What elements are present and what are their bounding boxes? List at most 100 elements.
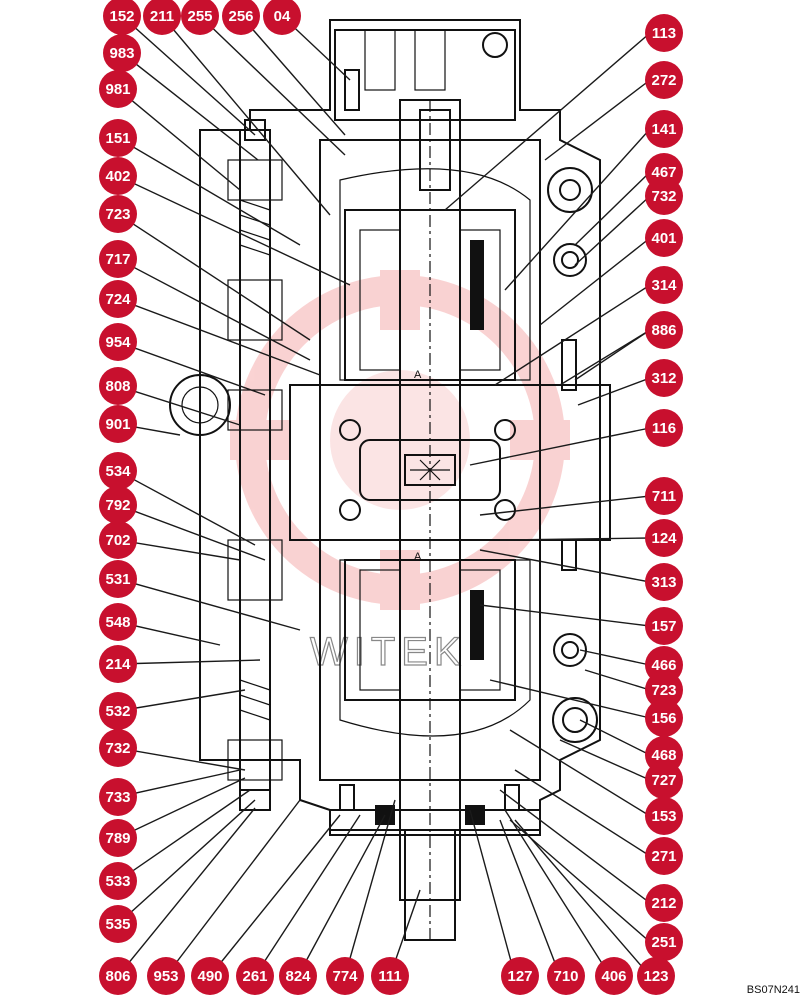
callout-bubble: 534 — [99, 452, 137, 490]
svg-text:954: 954 — [105, 334, 131, 351]
callout-bubble: 724 — [99, 280, 137, 318]
callout-bubble: 401 — [645, 219, 683, 257]
callout-bubble: 04 — [263, 0, 301, 35]
top-cover — [334, 29, 516, 121]
svg-text:710: 710 — [553, 968, 578, 985]
svg-text:111: 111 — [378, 968, 401, 985]
leader-lines-right — [444, 32, 651, 977]
cylinder-block-rear — [344, 559, 516, 701]
callout-bubble: 792 — [99, 486, 137, 524]
svg-text:733: 733 — [105, 789, 130, 806]
svg-text:151: 151 — [105, 130, 130, 147]
callout-bubble: 113 — [645, 14, 683, 52]
svg-text:983: 983 — [109, 45, 134, 62]
callouts-right: 113 272 141 467 732 401 314 886 312 116 … — [501, 14, 683, 995]
svg-text:212: 212 — [651, 895, 676, 912]
svg-text:271: 271 — [651, 848, 676, 865]
callout-bubble: 732 — [645, 177, 683, 215]
callout-bubble: 490 — [191, 957, 229, 995]
svg-text:901: 901 — [105, 416, 130, 433]
svg-text:774: 774 — [332, 968, 358, 985]
callout-bubble: 255 — [181, 0, 219, 35]
svg-text:723: 723 — [105, 206, 130, 223]
callout-bubble: 151 — [99, 119, 137, 157]
svg-text:113: 113 — [652, 25, 676, 42]
svg-text:116: 116 — [652, 420, 676, 437]
svg-text:211: 211 — [150, 8, 174, 25]
callout-bubble: 212 — [645, 884, 683, 922]
svg-text:314: 314 — [651, 277, 677, 294]
callout-bubble: 124 — [645, 519, 683, 557]
svg-text:467: 467 — [651, 164, 676, 181]
callout-bubble: 953 — [147, 957, 185, 995]
callout-bubble: 789 — [99, 819, 137, 857]
callout-bubble: 531 — [99, 560, 137, 598]
callout-bubble: 153 — [645, 797, 683, 835]
svg-text:272: 272 — [651, 72, 676, 89]
callout-bubble: 824 — [279, 957, 317, 995]
svg-text:214: 214 — [105, 656, 131, 673]
svg-text:732: 732 — [651, 188, 676, 205]
callout-bubble: 116 — [645, 409, 683, 447]
svg-text:723: 723 — [651, 682, 676, 699]
callout-bubble: 157 — [645, 607, 683, 645]
callout-bubble: 271 — [645, 837, 683, 875]
callout-bubble: 127 — [501, 957, 539, 995]
watermark-text: WITEK — [310, 630, 467, 674]
svg-text:402: 402 — [105, 168, 130, 185]
svg-text:789: 789 — [105, 830, 130, 847]
svg-text:153: 153 — [651, 808, 676, 825]
callout-bubble: 402 — [99, 157, 137, 195]
callout-bubble: 272 — [645, 61, 683, 99]
callout-bubble: 954 — [99, 323, 137, 361]
callout-bubble: 983 — [103, 34, 141, 72]
svg-text:806: 806 — [105, 968, 130, 985]
svg-text:711: 711 — [652, 488, 676, 505]
svg-text:792: 792 — [105, 497, 130, 514]
svg-text:313: 313 — [651, 574, 676, 591]
svg-text:717: 717 — [105, 251, 130, 268]
callout-bubble: 702 — [99, 521, 137, 559]
svg-text:466: 466 — [651, 657, 676, 674]
callout-bubble: 312 — [645, 359, 683, 397]
svg-text:312: 312 — [651, 370, 676, 387]
callout-bubble: 727 — [645, 761, 683, 799]
svg-text:531: 531 — [105, 571, 130, 588]
svg-text:141: 141 — [651, 121, 676, 138]
svg-text:468: 468 — [651, 747, 676, 764]
drawing-code: BS07N241 — [746, 984, 800, 996]
callout-bubble: 808 — [99, 367, 137, 405]
regulator-spool — [169, 119, 283, 811]
svg-text:261: 261 — [242, 968, 267, 985]
svg-text:824: 824 — [285, 968, 311, 985]
leader-lines-left — [117, 15, 421, 977]
callout-bubble: 141 — [645, 110, 683, 148]
callout-bubble: 774 — [326, 957, 364, 995]
svg-text:808: 808 — [105, 378, 130, 395]
svg-text:152: 152 — [109, 8, 134, 25]
svg-text:157: 157 — [651, 618, 676, 635]
svg-text:127: 127 — [507, 968, 532, 985]
svg-text:548: 548 — [105, 614, 130, 631]
callout-bubble: 533 — [99, 862, 137, 900]
callout-bubble: 723 — [99, 195, 137, 233]
callout-bubble: 261 — [236, 957, 274, 995]
svg-text:886: 886 — [651, 322, 676, 339]
callout-bubble: 256 — [222, 0, 260, 35]
callout-bubble: 806 — [99, 957, 137, 995]
svg-text:533: 533 — [105, 873, 130, 890]
svg-text:724: 724 — [105, 291, 131, 308]
callout-bubble: 152 — [103, 0, 141, 35]
svg-text:156: 156 — [651, 710, 676, 727]
callout-bubble: 406 — [595, 957, 633, 995]
callout-bubble: 251 — [645, 923, 683, 961]
svg-text:532: 532 — [105, 703, 130, 720]
svg-text:490: 490 — [197, 968, 222, 985]
callout-bubble: 214 — [99, 645, 137, 683]
callout-bubble: 710 — [547, 957, 585, 995]
callout-bubble: 313 — [645, 563, 683, 601]
callout-bubble: 532 — [99, 692, 137, 730]
section-mark-lower: A — [414, 551, 422, 563]
callout-bubble: 981 — [99, 70, 137, 108]
